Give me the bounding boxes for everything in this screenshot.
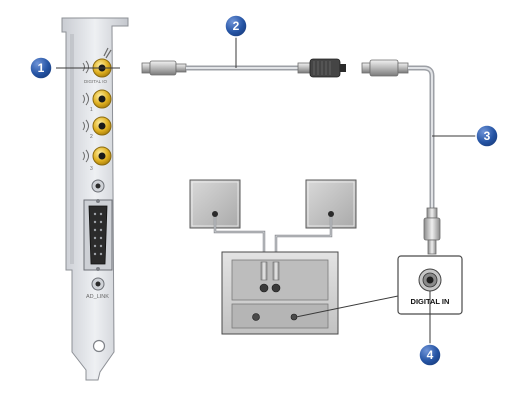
svg-text:2: 2: [233, 19, 240, 33]
svg-text:4: 4: [427, 348, 434, 362]
callout-4: 4: [418, 343, 442, 367]
sound-card-bracket: [61, 17, 129, 381]
amp-input-left[interactable]: [259, 283, 269, 293]
rca-plug-top: [369, 59, 399, 77]
digital-io-label: DIGITAL IO: [84, 79, 108, 84]
svg-text:3: 3: [484, 129, 491, 143]
port-label-3: 3: [90, 166, 93, 172]
amplifier-unit: [221, 251, 339, 335]
small-round-port[interactable]: [91, 179, 105, 193]
svg-text:1: 1: [38, 61, 45, 75]
amp-input-right[interactable]: [271, 283, 281, 293]
digital-in-jack[interactable]: [418, 268, 442, 292]
speaker-icon: [82, 92, 89, 106]
optical-plug: [309, 58, 341, 78]
mini-plug: [149, 60, 177, 76]
callout-2: 2: [224, 14, 248, 38]
callout-1: 1: [29, 56, 53, 80]
port-label-2: 2: [90, 134, 93, 140]
audio-jack-2[interactable]: [92, 116, 112, 136]
digital-io-icon: [82, 47, 112, 74]
port-label-1: 1: [90, 107, 93, 113]
amp-power-port[interactable]: [252, 313, 260, 321]
cable-2: [56, 34, 346, 78]
db-connector[interactable]: [83, 199, 113, 271]
audio-jack-1[interactable]: [92, 89, 112, 109]
audio-jack-3[interactable]: [92, 146, 112, 166]
bracket-screw-hole: [92, 339, 106, 353]
ad-link-label: AD_LINK: [86, 294, 109, 300]
speaker-icon: [82, 119, 89, 133]
speaker-icon: [82, 149, 89, 163]
amp-leader-line: [295, 295, 399, 318]
callout-3: 3: [475, 124, 499, 148]
cable-3: [361, 59, 476, 255]
rca-plug-bottom: [423, 217, 441, 241]
ad-link-port[interactable]: [91, 277, 105, 291]
